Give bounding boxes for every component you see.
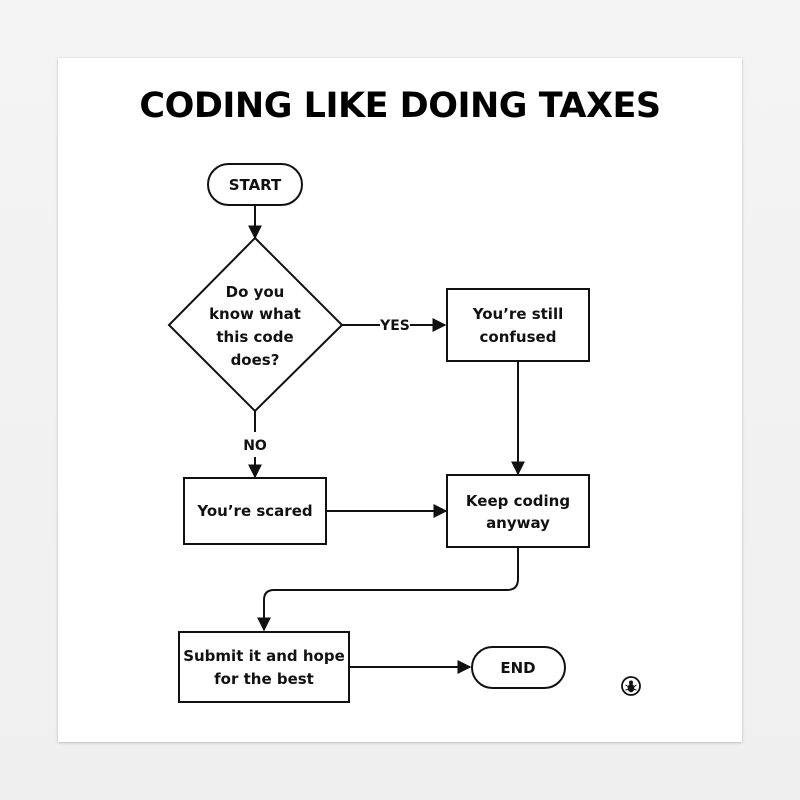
edge-keep-to-submit [257, 548, 519, 632]
keep-coding-process-shape [446, 474, 590, 548]
node-end: END [471, 646, 566, 689]
poster: CODING LIKE DOING TAXES [58, 58, 742, 742]
node-submit-line: for the best [214, 670, 314, 688]
node-decision-line: does? [231, 351, 280, 369]
poster-title: CODING LIKE DOING TAXES [139, 86, 661, 126]
confused-process-shape [446, 288, 590, 362]
node-end-label: END [500, 659, 535, 677]
node-confused-line: confused [480, 328, 557, 346]
node-decision-line: know what [209, 305, 301, 323]
node-keep-coding-line: anyway [486, 514, 550, 532]
edge-label-yes: YES [379, 318, 410, 334]
end-terminal-shape [471, 646, 566, 689]
node-confused-line: You’re still [472, 305, 563, 323]
node-decision-line: Do you [226, 283, 285, 301]
node-submit: Submit it and hope for the best [178, 631, 350, 703]
node-scared-label: You’re scared [196, 502, 312, 520]
node-keep-coding: Keep coding anyway [446, 474, 590, 548]
scared-process-shape [183, 477, 327, 545]
decision-diamond-shape [167, 236, 344, 413]
submit-process-shape [178, 631, 350, 703]
node-start-label: START [229, 176, 282, 194]
node-submit-line: Submit it and hope [183, 647, 345, 665]
node-start: START [207, 163, 303, 206]
node-confused: You’re still confused [446, 288, 590, 362]
start-terminal-shape [207, 163, 303, 206]
node-decision-line: this code [216, 328, 293, 346]
edge-label-no: NO [243, 438, 267, 454]
node-keep-coding-line: Keep coding [466, 492, 570, 510]
node-decision: Do you know what this code does? [167, 236, 344, 413]
node-scared: You’re scared [183, 477, 327, 545]
bug-icon [621, 676, 641, 696]
